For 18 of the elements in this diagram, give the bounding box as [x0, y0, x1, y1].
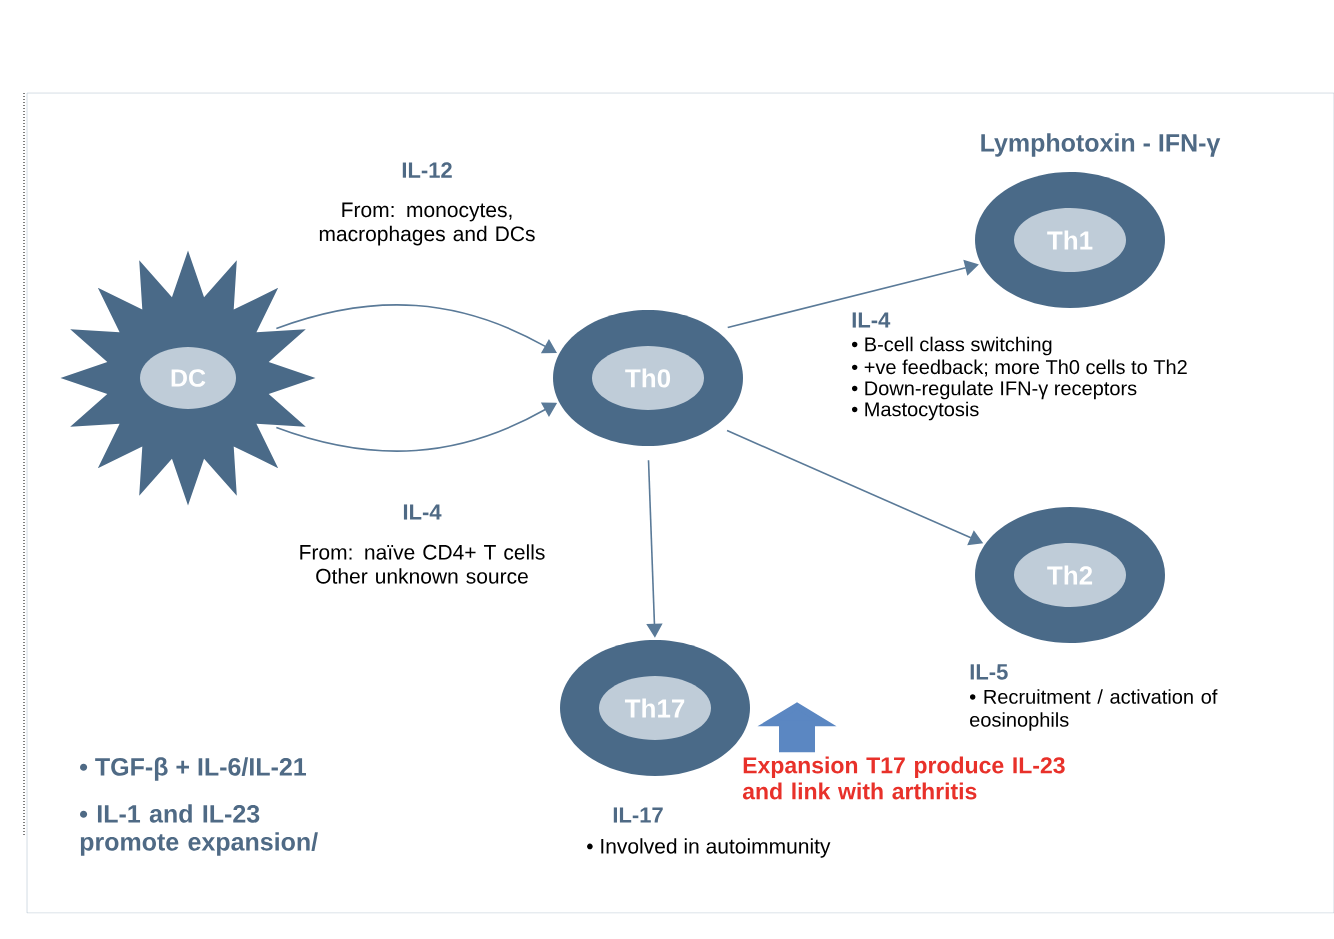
cytokine-heading: Lymphotoxin - IFN-γ: [981, 133, 1221, 157]
t-cell: Th2: [975, 507, 1165, 643]
dendritic-cell: DC: [60, 250, 316, 506]
bullet-text: • Mastocytosis: [852, 401, 979, 421]
t-cell: Th1: [975, 172, 1165, 308]
bullet-text: • Down-regulate IFN-γ receptors: [852, 380, 1137, 400]
cytokine-label: IL-4: [403, 504, 442, 520]
arrow: [726, 259, 979, 329]
cytokine-label: • TGF-β + IL-6/IL-21: [80, 757, 306, 781]
cytokine-label: IL-17: [613, 807, 663, 823]
bullet-text: • +ve feedback; more Th0 cells to Th2: [852, 359, 1187, 377]
description-text: • Involved in autoimmunity: [587, 838, 831, 858]
cytokine-label: IL-12: [402, 162, 452, 178]
bullet-text: • Recruitment / activation of eosinophils: [970, 689, 1218, 731]
cytokine-label: IL-4: [852, 312, 891, 328]
cytokine-label: • IL-1 and IL-23 promote expansion/: [80, 804, 318, 856]
description-text: From: naïve CD4+ T cells Other unknown source: [300, 544, 545, 584]
t-cell: Th0: [553, 310, 743, 446]
